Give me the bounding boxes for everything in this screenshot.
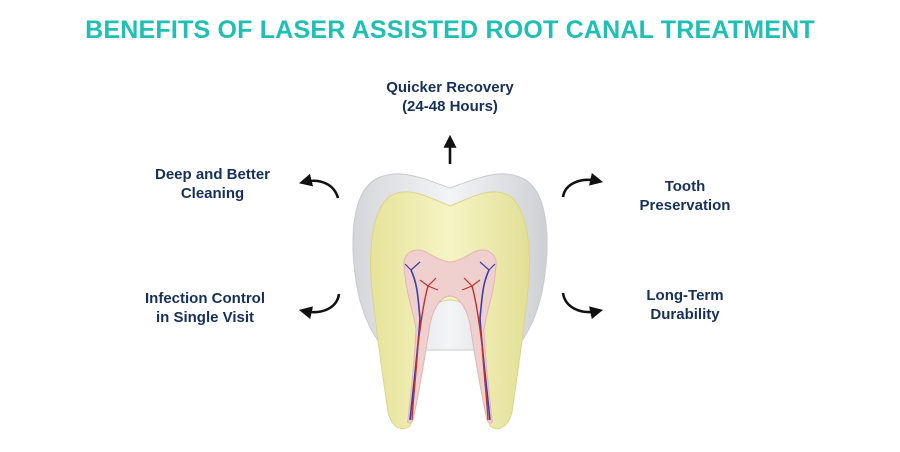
benefit-label-line1: Infection Control bbox=[145, 290, 265, 307]
benefit-label-line1: Long-Term bbox=[646, 287, 724, 304]
arrow-upper-left-icon bbox=[298, 173, 340, 199]
benefit-label-line2: Durability bbox=[650, 306, 720, 323]
artery-branch-left bbox=[419, 277, 439, 291]
benefit-label-line2: Preservation bbox=[639, 197, 731, 214]
vein-branch-right bbox=[479, 261, 496, 271]
benefit-tooth-preservation: Tooth Preservation bbox=[600, 177, 770, 215]
benefit-label-line1: Tooth bbox=[664, 178, 706, 195]
benefit-label-line1: Quicker Recovery bbox=[386, 79, 514, 96]
benefit-label-line1: Deep and Better bbox=[154, 166, 271, 183]
benefit-deep-cleaning: Deep and Better Cleaning bbox=[120, 165, 305, 203]
diagram-title: BENEFITS OF LASER ASSISTED ROOT CANAL TR… bbox=[85, 16, 815, 44]
benefit-quicker-recovery: Quicker Recovery (24-48 Hours) bbox=[350, 78, 550, 116]
benefit-label-line2: in Single Visit bbox=[155, 309, 255, 326]
artery-branch-right bbox=[461, 277, 481, 291]
pulp-chamber bbox=[403, 249, 497, 424]
arrow-lower-left-icon bbox=[298, 293, 341, 320]
arrow-lower-right-icon bbox=[561, 292, 604, 320]
artery-right bbox=[471, 285, 489, 421]
benefit-label-line2: (24-48 Hours) bbox=[402, 98, 498, 115]
benefit-long-term-durability: Long-Term Durability bbox=[605, 286, 765, 324]
benefit-label-line2: Cleaning bbox=[180, 185, 245, 202]
benefit-infection-control: Infection Control in Single Visit bbox=[115, 289, 295, 327]
vein-left bbox=[409, 269, 421, 421]
vein-branch-left bbox=[404, 261, 421, 271]
artery-left bbox=[411, 285, 429, 421]
vein-right bbox=[479, 269, 491, 421]
arrow-upper-right-icon bbox=[561, 172, 604, 198]
